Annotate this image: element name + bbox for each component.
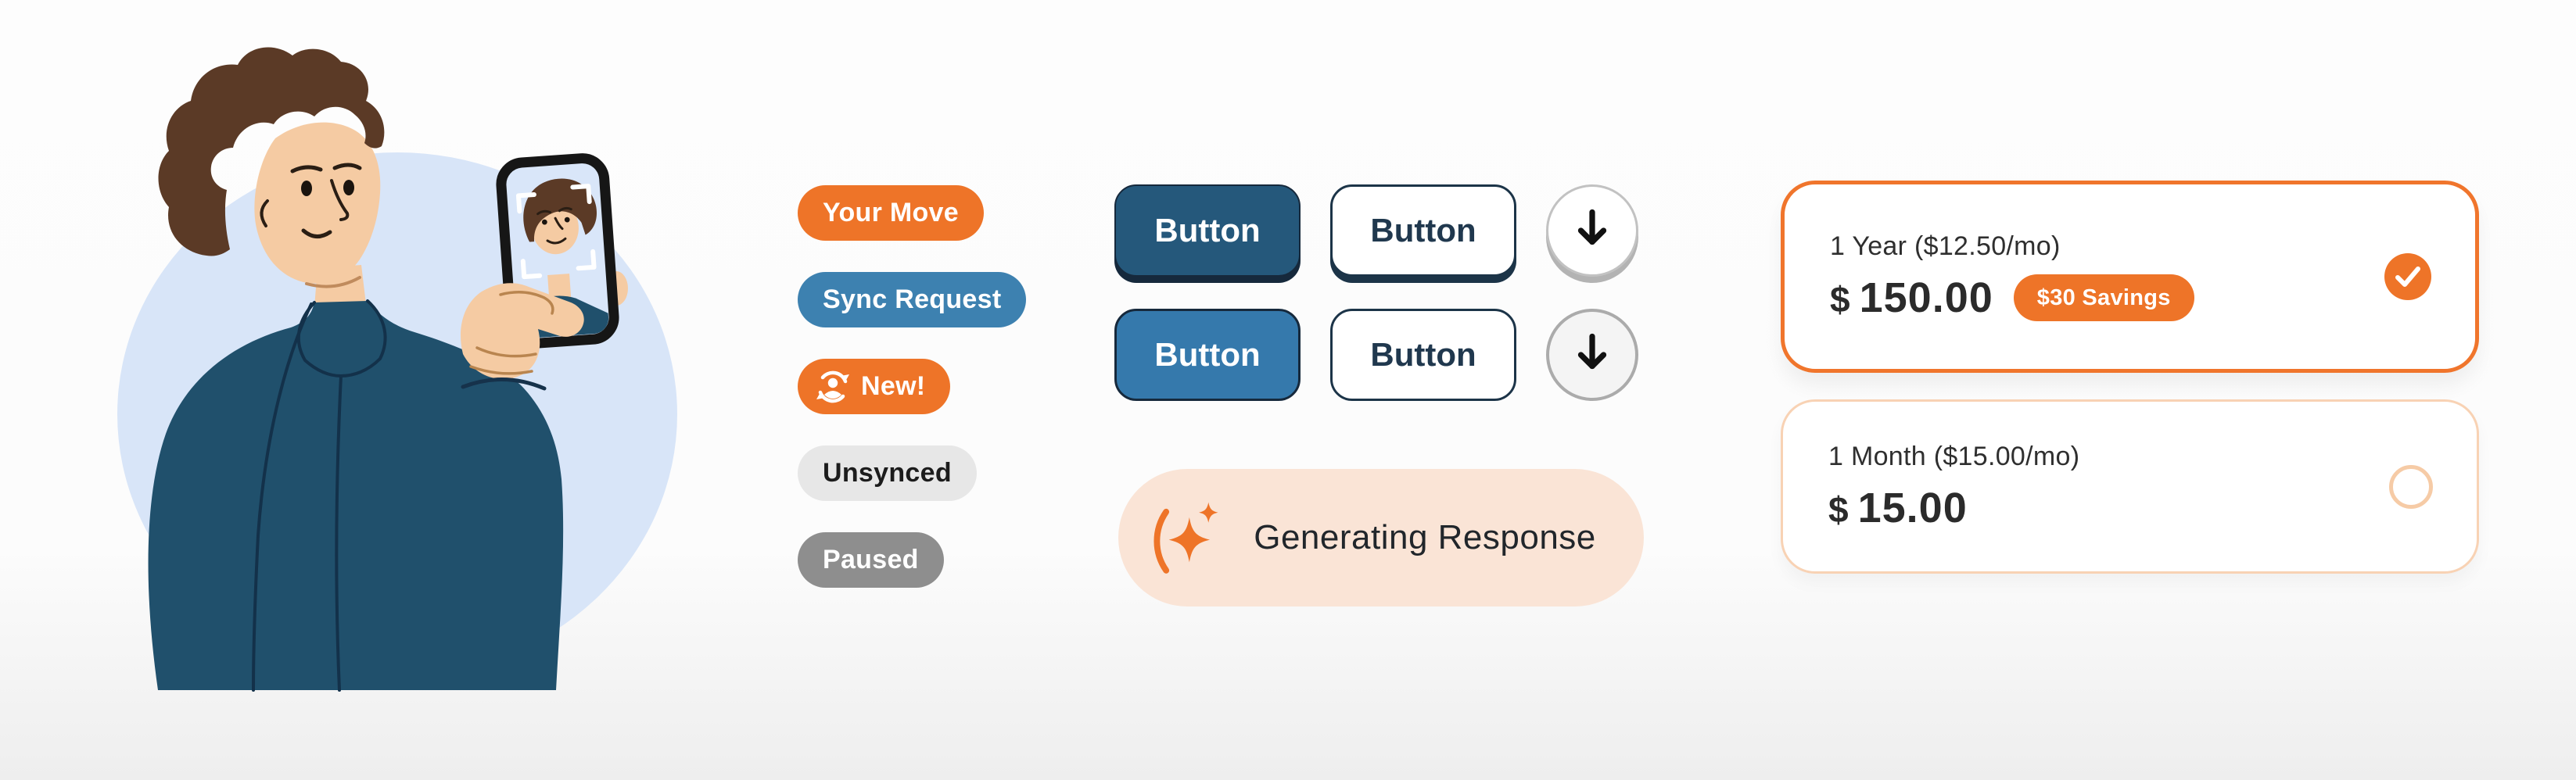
price-row: $ 15.00 — [1828, 484, 2431, 532]
status-badge-sync-request: Sync Request — [798, 272, 1027, 327]
selfie-illustration-svg — [117, 47, 677, 692]
outline-button-default[interactable]: Button — [1330, 184, 1516, 277]
status-badges-column: Your Move Sync Request New! Unsynced Pau… — [798, 185, 1027, 588]
plan-title: 1 Year ($12.50/mo) — [1830, 231, 2061, 261]
sync-user-icon — [816, 370, 849, 403]
plan-selected-control[interactable] — [2384, 253, 2431, 300]
plan-unselected-control[interactable] — [2389, 464, 2433, 509]
check-icon — [2395, 267, 2420, 287]
face-focus-brackets-icon — [515, 184, 597, 280]
solid-button-pressed[interactable]: Button — [1114, 309, 1301, 401]
badge-label: New! — [861, 371, 926, 401]
badge-label: Your Move — [823, 198, 959, 227]
currency-symbol: $ — [1830, 279, 1850, 320]
price-amount: 15.00 — [1857, 484, 1968, 531]
status-badge-new: New! — [798, 359, 951, 414]
radio-unchecked-icon — [2389, 464, 2433, 509]
plan-price: $ 15.00 — [1828, 484, 1968, 532]
badge-label: Sync Request — [823, 284, 1002, 314]
price-row: $ 150.00 $30 Savings — [1830, 274, 2430, 322]
button-samples: Button Button Button Button — [1114, 184, 1638, 401]
check-circle — [2384, 253, 2431, 300]
generating-response-pill: Generating Response — [1118, 469, 1644, 606]
arrow-down-icon — [1577, 209, 1607, 245]
circle-arrow-button-pressed[interactable] — [1546, 309, 1638, 401]
price-amount: 150.00 — [1859, 274, 1993, 321]
generating-response-label: Generating Response — [1254, 518, 1596, 556]
button-row-pressed: Button Button — [1114, 309, 1638, 401]
plan-price: $ 150.00 — [1830, 274, 1993, 322]
plan-card-1-year[interactable]: 1 Year ($12.50/mo) $ 150.00 $30 Savings — [1781, 181, 2479, 373]
plan-card-1-month[interactable]: 1 Month ($15.00/mo) $ 15.00 — [1781, 399, 2479, 574]
badge-label: Paused — [823, 545, 919, 574]
badge-label: Unsynced — [823, 458, 952, 488]
man-taking-selfie-illustration — [109, 20, 704, 693]
pricing-plans: 1 Year ($12.50/mo) $ 150.00 $30 Savings … — [1781, 181, 2479, 574]
button-row-default: Button Button — [1114, 184, 1638, 277]
sparkles-icon — [1153, 502, 1218, 574]
status-badge-paused: Paused — [798, 532, 944, 588]
savings-badge: $30 Savings — [2013, 274, 2194, 321]
circle-arrow-button-default[interactable] — [1546, 184, 1638, 277]
status-badge-your-move: Your Move — [798, 185, 984, 241]
outline-button-pressed[interactable]: Button — [1330, 309, 1516, 401]
status-badge-unsynced: Unsynced — [798, 445, 977, 501]
plan-title: 1 Month ($15.00/mo) — [1828, 441, 2080, 471]
solid-button-default[interactable]: Button — [1114, 184, 1301, 277]
currency-symbol: $ — [1828, 488, 1849, 530]
arrow-down-icon — [1577, 333, 1607, 370]
